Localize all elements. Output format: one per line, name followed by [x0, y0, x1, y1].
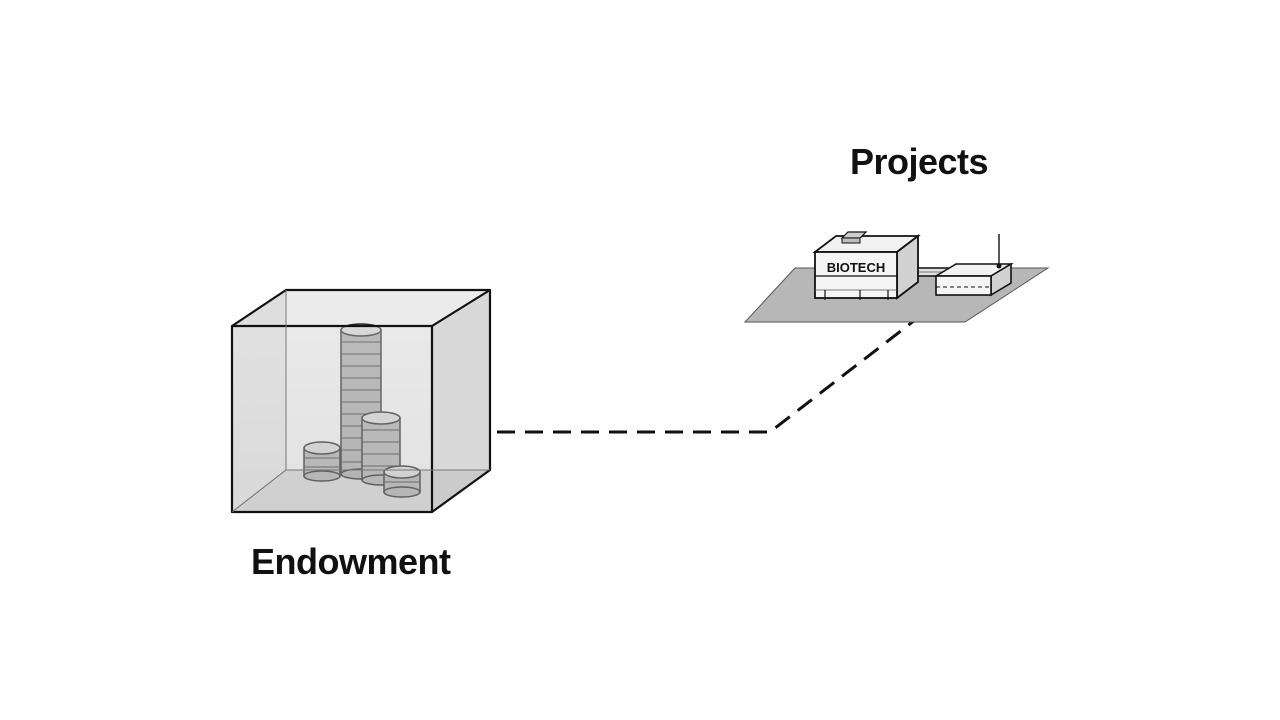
dashed-connector: [497, 318, 916, 434]
projects-label: Projects: [850, 141, 989, 182]
lab-building: [933, 234, 1014, 297]
biotech-campus-icon: BIOTECH: [743, 231, 1050, 323]
endowment-label: Endowment: [251, 541, 451, 582]
building-sign: BIOTECH: [827, 260, 886, 275]
coin-stacks-box-icon: [230, 288, 492, 514]
biotech-building: BIOTECH: [812, 231, 921, 300]
